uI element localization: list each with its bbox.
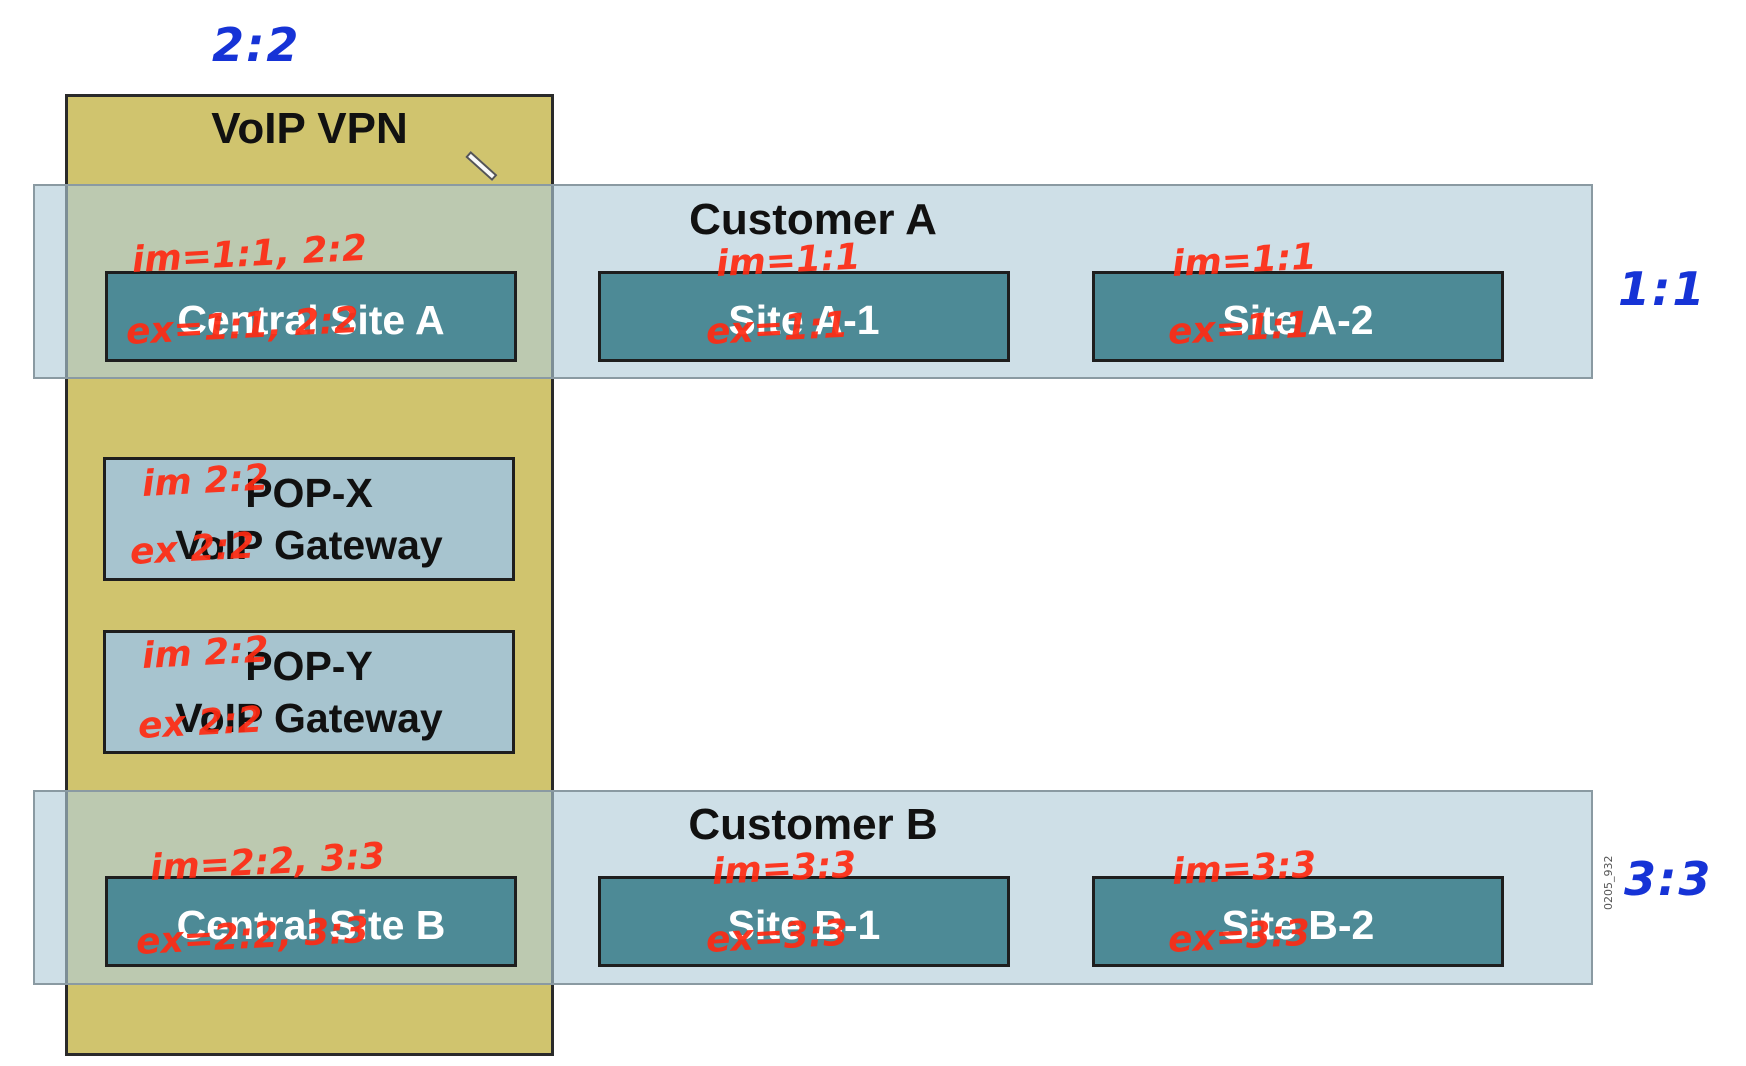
site-a-1: Site A-1 [598,271,1010,362]
pop-y-export-note: ex 2:2 [136,699,264,747]
site-b-2-export-note: ex=3:3 [1166,912,1312,961]
vpn-rt-note: 2:2 [212,18,301,72]
pop-x-name: POP-X [245,470,373,516]
site-b-2: Site B-2 [1092,876,1504,967]
pop-y-gateway: POP-Y VoIP Gateway [103,630,515,754]
pop-y-import-note: im 2:2 [140,629,270,677]
pop-y-role: VoIP Gateway [175,695,443,741]
site-b-1-import-note: im=3:3 [710,844,858,893]
site-central-b: Central Site B [105,876,517,967]
site-label: Site B-1 [727,902,881,948]
customer-a-rt-note: 1:1 [1618,262,1707,316]
site-a-2: Site A-2 [1092,271,1504,362]
site-b-1-export-note: ex=3:3 [704,912,850,961]
pop-x-export-note: ex 2:2 [128,525,256,573]
customer-b-title: Customer B [688,800,938,849]
pop-x-import-note: im 2:2 [140,457,270,505]
site-a-1-import-note: im=1:1 [714,236,862,285]
site-label: Site A-2 [1222,297,1374,343]
site-central-a: Central Site A [105,271,517,362]
customer-a-title: Customer A [689,195,937,244]
figure-id: 0205_932 [1602,855,1615,911]
site-a-1-export-note: ex=1:1 [704,304,850,353]
site-b-2-import-note: im=3:3 [1170,844,1318,893]
site-label: Site B-2 [1221,902,1375,948]
pop-y-name: POP-Y [245,643,373,689]
pop-x-role: VoIP Gateway [175,522,443,568]
pop-x-gateway: POP-X VoIP Gateway [103,457,515,581]
site-label: Site A-1 [728,297,880,343]
customer-b-rt-note: 3:3 [1624,852,1713,906]
voip-vpn-title: VoIP VPN [211,104,408,153]
site-a-2-import-note: im=1:1 [1170,236,1318,285]
site-a-2-export-note: ex=1:1 [1166,304,1312,353]
site-label: Central Site A [177,297,445,343]
site-label: Central Site B [176,902,446,948]
site-b-1: Site B-1 [598,876,1010,967]
